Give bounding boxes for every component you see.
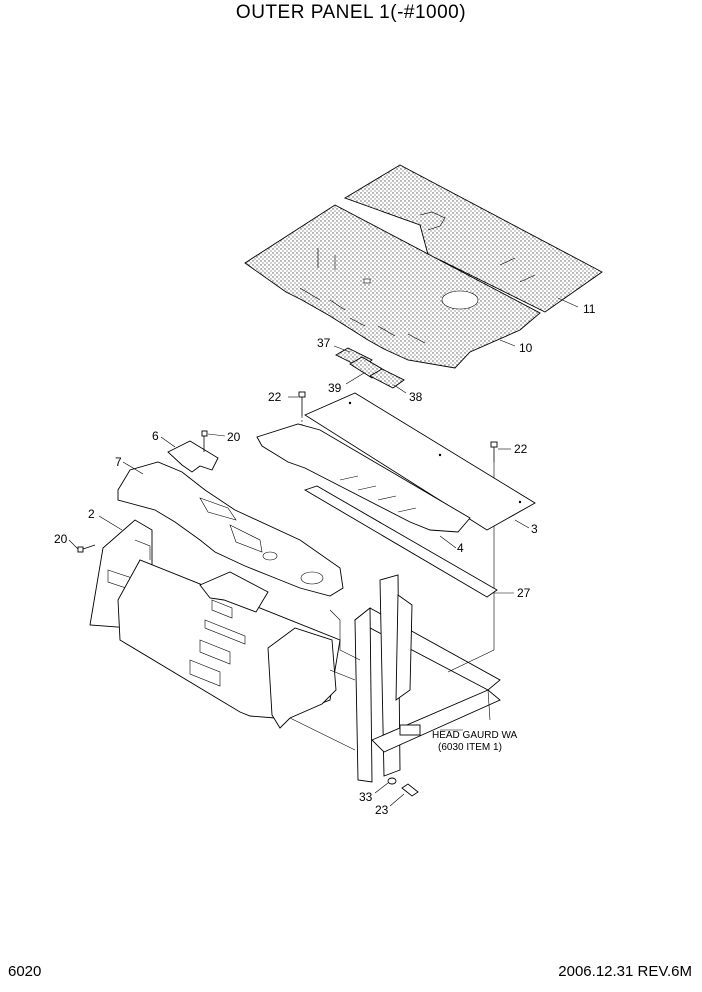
floor-mat-10 — [244, 204, 541, 369]
right-side-panel — [267, 627, 337, 729]
console-panel-7 — [117, 461, 344, 597]
bolt-23 — [401, 783, 419, 797]
callout-4: 4 — [457, 541, 464, 555]
screw-20-top — [201, 430, 208, 452]
callout-23: 23 — [375, 803, 389, 817]
inner-bracket — [199, 571, 269, 619]
screw-20-left — [77, 544, 96, 553]
head-guard-frame — [329, 574, 501, 783]
floor-mat-11 — [343, 164, 603, 313]
assembly-lines — [289, 649, 495, 751]
callout-39: 39 — [328, 381, 342, 395]
callout-38: 38 — [409, 390, 423, 404]
callout-20-top: 20 — [227, 430, 241, 444]
callout-2: 2 — [88, 507, 95, 521]
page-number: 6020 — [8, 963, 42, 980]
head-guard-note-line1: HEAD GAURD WA — [432, 730, 518, 741]
callout-6: 6 — [152, 429, 159, 443]
revision-date: 2006.12.31 REV.6M — [558, 963, 692, 980]
callout-22-right: 22 — [514, 442, 528, 456]
leader-lines — [68, 297, 579, 807]
vent-cover-6 — [167, 440, 219, 473]
head-guard-note-line2: (6030 ITEM 1) — [438, 742, 502, 753]
strip-27 — [303, 485, 498, 598]
bolt-22-right — [490, 441, 498, 650]
callout-20-left: 20 — [54, 532, 68, 546]
callout-10: 10 — [519, 341, 533, 355]
callout-11: 11 — [583, 302, 596, 316]
cover-panel-3 — [304, 392, 536, 531]
plate-38 — [369, 368, 405, 389]
callout-37: 37 — [317, 336, 331, 350]
callout-22-left: 22 — [268, 390, 282, 404]
callout-7: 7 — [115, 455, 122, 469]
callout-27: 27 — [517, 586, 531, 600]
callout-labels: 11 10 37 39 38 22 22 6 20 7 3 2 4 20 27 … — [54, 302, 596, 817]
support-panel-4 — [256, 423, 471, 533]
callout-3: 3 — [531, 522, 538, 536]
callout-33: 33 — [359, 790, 373, 804]
page-title: OUTER PANEL 1(-#1000) — [235, 2, 467, 23]
washer-33 — [387, 777, 397, 785]
